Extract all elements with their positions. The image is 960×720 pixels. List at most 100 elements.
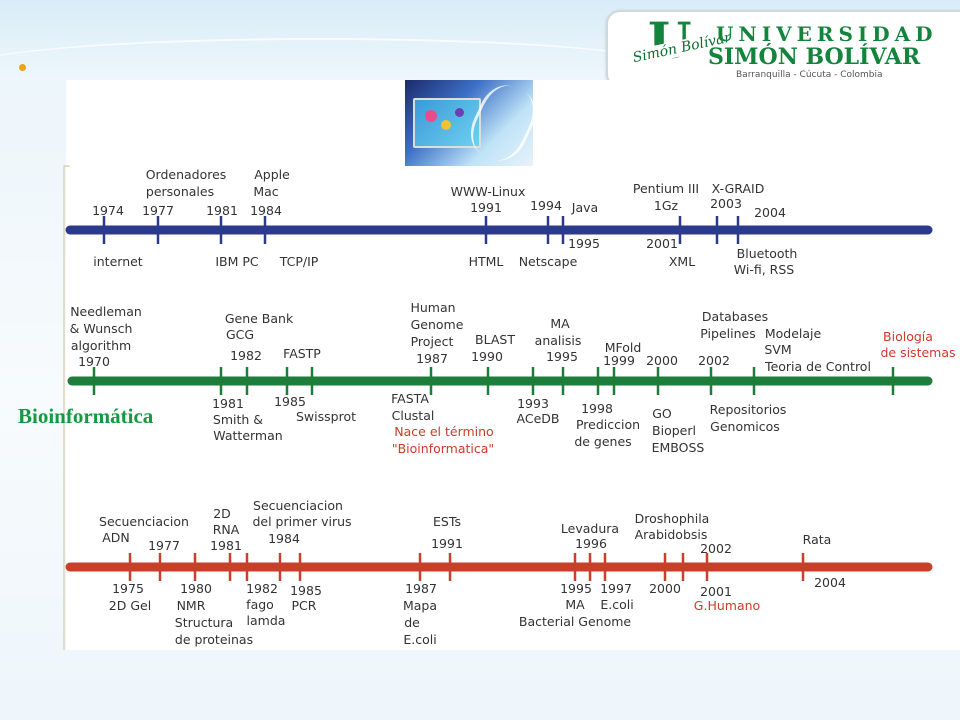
computing-label: Apple	[254, 167, 290, 182]
bioinformatics-label: FASTP	[283, 346, 321, 361]
computing-label: 1977	[142, 203, 174, 218]
computing-label: Netscape	[518, 254, 578, 269]
biology-label: de proteinas	[174, 632, 254, 647]
bioinformatics-label: Biología	[883, 329, 933, 344]
computing-label: X-GRAID	[711, 181, 765, 196]
biology-label: 1982	[246, 581, 278, 596]
logo-subtitle: Barranquilla - Cúcuta - Colombia	[736, 70, 883, 80]
bioinformatics-label: Needleman	[70, 304, 142, 319]
computing-label: internet	[93, 254, 143, 269]
computing-label: 1Gz	[653, 198, 679, 213]
bioinformatics-label: Clustal	[391, 408, 435, 423]
bioinformatics-label: GCG	[225, 327, 255, 342]
biology-label: Secuenciacion	[99, 514, 189, 529]
computing-label: 2001	[646, 236, 678, 251]
biology-label: ESTs	[433, 514, 461, 529]
biology-label: Droshophila	[634, 511, 710, 526]
bioinformatics-label: Pipelines	[700, 326, 756, 341]
computing-label: 1974	[92, 203, 124, 218]
biology-label: NMR	[176, 598, 206, 613]
computing-label: 1991	[470, 200, 502, 215]
bioinformatics-label: FASTA	[391, 391, 429, 406]
biology-label: MA	[565, 597, 585, 612]
biology-label: 2004	[814, 575, 846, 590]
bioinformatics-label: & Wunsch	[69, 321, 133, 336]
bioinformatics-label: Prediccion	[575, 417, 641, 432]
bioinformatics-label: 1993	[517, 396, 549, 411]
biology-label: 1987	[405, 581, 437, 596]
computing-label: personales	[145, 184, 215, 199]
bioinformatics-label: Nace el término	[394, 424, 494, 439]
logo-text-simon-bolivar: SIMÓN BOLÍVAR	[708, 44, 921, 70]
monitor-shape	[413, 98, 481, 148]
left-bracket	[63, 165, 70, 650]
bioinformatics-label: Watterman	[213, 428, 283, 443]
bioinformatics-label: SVM	[764, 342, 792, 357]
biology-label: Mapa	[402, 598, 438, 613]
biology-label: E.coli	[403, 632, 437, 647]
bioinformatics-label: "Bioinformatica"	[391, 441, 495, 456]
computing-label: Mac	[253, 184, 279, 199]
bioinformatics-label: EMBOSS	[651, 440, 705, 455]
bioinformatics-label: Bioperl	[652, 423, 696, 438]
computing-label: 2004	[754, 205, 786, 220]
biology-label: Structura	[174, 615, 234, 630]
computing-label: HTML	[468, 254, 504, 269]
logo-text-universidad: UNIVERSIDAD	[716, 22, 938, 46]
slide-content	[66, 80, 960, 650]
bioinformatics-label: Human	[410, 300, 456, 315]
bioinformatics-label: MFold	[604, 340, 642, 355]
bioinformatics-label: 1987	[416, 351, 448, 366]
bioinformatics-label: Gene Bank	[224, 311, 294, 326]
bioinformatics-label: 1981	[212, 396, 244, 411]
biology-label: E.coli	[600, 597, 634, 612]
computing-label: 1984	[250, 203, 282, 218]
biology-label: 2D Gel	[108, 598, 152, 613]
biology-label: 1980	[180, 581, 212, 596]
computing-label: 1981	[206, 203, 238, 218]
biology-label: RNA	[212, 522, 240, 537]
bioinformatics-label: Swissprot	[295, 409, 357, 424]
bioinformatics-label: de genes	[574, 434, 632, 449]
biology-label: Levadura	[560, 521, 620, 536]
biology-label: 2001	[700, 584, 732, 599]
biology-label: 1981	[210, 538, 242, 553]
timeline-ticks	[92, 216, 895, 581]
bioinformatics-label: BLAST	[475, 332, 515, 347]
bioinformatics-label: 2002	[698, 353, 730, 368]
bioinformatics-label: 2000	[646, 353, 678, 368]
bioinformatics-label: Project	[410, 334, 454, 349]
biology-label: 1984	[268, 531, 300, 546]
bioinformatics-label: 1985	[274, 394, 306, 409]
bioinformatics-label: Smith &	[212, 412, 264, 427]
dna-computer-image	[405, 80, 533, 166]
computing-label: IBM PC	[215, 254, 259, 269]
biology-label: 2D	[213, 506, 231, 521]
biology-label: 1995	[560, 581, 592, 596]
biology-label: ADN	[102, 530, 130, 545]
computing-label: Ordenadores	[145, 167, 227, 182]
computing-label: TCP/IP	[279, 254, 319, 269]
computing-label: 1995	[568, 236, 600, 251]
biology-label: 2002	[700, 541, 732, 556]
bioinformatics-label: Modelaje	[764, 326, 822, 341]
biology-label: 1975	[112, 581, 144, 596]
bioinformatics-label: 1970	[78, 354, 110, 369]
biology-label: de	[404, 615, 420, 630]
bioinformatics-label: de sistemas	[880, 345, 956, 360]
bioinformatics-label: analisis	[534, 333, 582, 348]
bioinformatics-label: ACeDB	[516, 411, 560, 426]
biology-label: lamda	[246, 613, 286, 628]
computing-label: Bluetooth	[736, 246, 798, 261]
bioinformatics-label: Repositorios	[709, 402, 787, 417]
biology-label: fago	[246, 597, 274, 612]
bioinformatics-label: 1995	[546, 349, 578, 364]
university-logo: U Simón Bolívar UNIVERSIDAD SIMÓN BOLÍVA…	[606, 10, 960, 88]
biology-label: Arabidobsis	[634, 527, 708, 542]
biology-label: del primer virus	[252, 514, 352, 529]
biology-label: G.Humano	[693, 598, 761, 613]
biology-label: PCR	[291, 598, 317, 613]
bioinformatics-label: Teoria de Control	[765, 359, 871, 374]
biology-label: Bacterial Genome	[518, 614, 632, 629]
